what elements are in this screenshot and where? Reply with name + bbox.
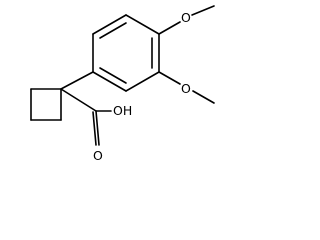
benzene-ring (92, 14, 160, 92)
methoxy-mid-oxygen-label: O (181, 81, 191, 96)
bond (92, 111, 97, 146)
bond (92, 14, 127, 35)
bond (158, 71, 181, 85)
bond (125, 14, 160, 35)
carbonyl-oxygen-label: O (93, 148, 103, 163)
double-bond-inner (99, 22, 127, 39)
cyclobutane-ring (30, 88, 62, 121)
bond (92, 71, 127, 92)
double-bond-inner (99, 67, 127, 84)
bond (192, 90, 215, 104)
bond (95, 110, 100, 146)
methoxy-top-oxygen-label: O (181, 10, 191, 25)
hydroxyl-label: OH (113, 103, 132, 118)
bond (60, 71, 94, 90)
chemical-structure: O O OH O (30, 5, 215, 163)
bond (60, 88, 97, 112)
bond (191, 5, 215, 16)
bond (158, 21, 181, 35)
bond (125, 71, 160, 92)
